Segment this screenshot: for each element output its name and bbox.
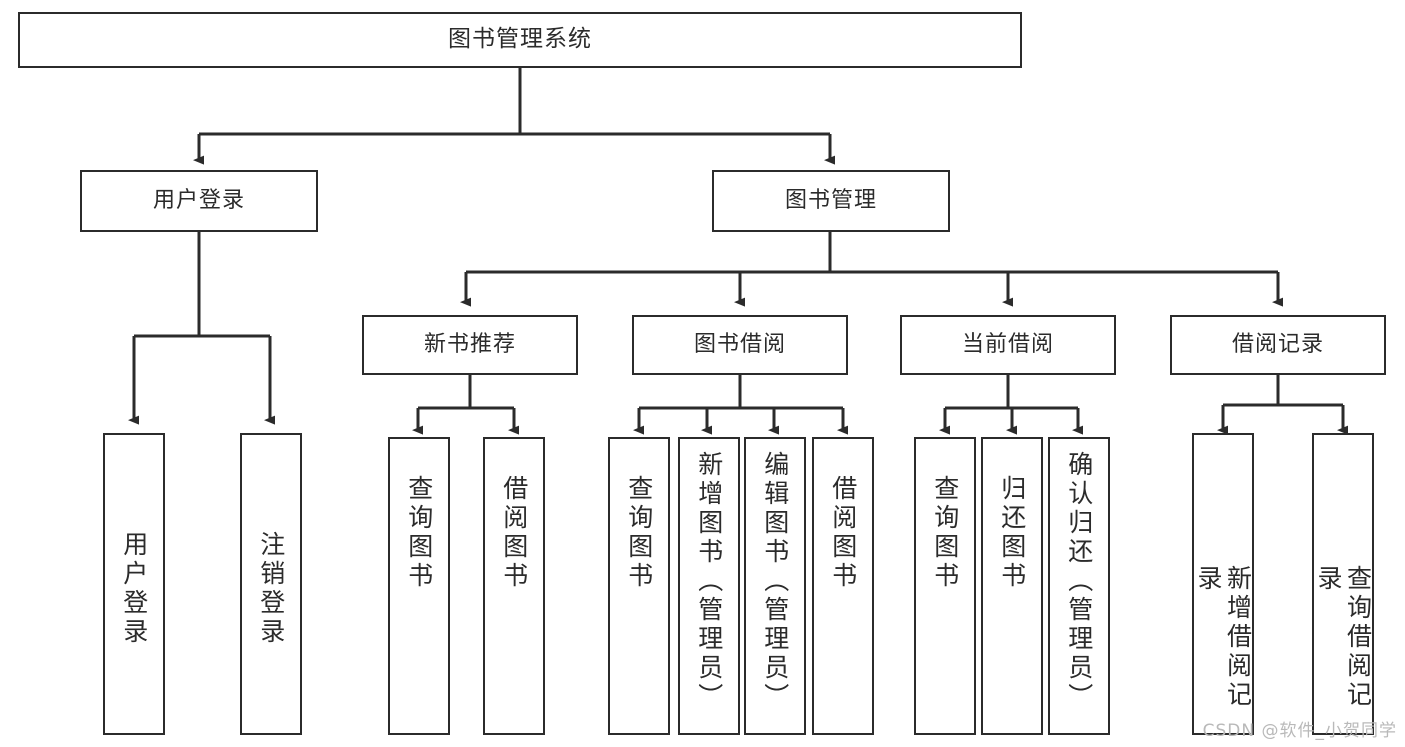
node-label: 归还图书 xyxy=(997,475,1027,591)
node-book-management-system[interactable]: 图书管理系统 xyxy=(18,12,1022,68)
leaf-query-borrow-record[interactable]: 查询借阅记录 xyxy=(1312,433,1374,735)
node-label: 借阅记录 xyxy=(1231,331,1324,357)
node-label: 查询图书 xyxy=(624,475,654,591)
leaf-add-borrow-record[interactable]: 新增借阅记录 xyxy=(1192,433,1254,735)
leaf-query-book-current[interactable]: 查询图书 xyxy=(914,437,976,735)
node-label: 查询图书 xyxy=(930,475,960,591)
node-label: 新增借阅记录 xyxy=(1194,565,1253,710)
leaf-confirm-return-admin[interactable]: 确认归还（管理员） xyxy=(1048,437,1110,735)
node-label: 新增图书（管理员） xyxy=(694,451,724,712)
node-borrow-record[interactable]: 借阅记录 xyxy=(1170,315,1386,375)
node-book-management[interactable]: 图书管理 xyxy=(712,170,950,232)
node-label: 图书管理 xyxy=(784,187,877,213)
node-label: 用户登录 xyxy=(119,531,149,647)
leaf-borrow-book[interactable]: 借阅图书 xyxy=(812,437,874,735)
leaf-user-login[interactable]: 用户登录 xyxy=(103,433,165,735)
node-label: 查询图书 xyxy=(404,475,434,591)
node-label: 图书借阅 xyxy=(693,331,786,357)
node-label: 确认归还（管理员） xyxy=(1064,451,1094,712)
leaf-query-book-borrow[interactable]: 查询图书 xyxy=(608,437,670,735)
node-new-book-recommend[interactable]: 新书推荐 xyxy=(362,315,578,375)
node-label: 注销登录 xyxy=(256,531,286,647)
leaf-logout-login[interactable]: 注销登录 xyxy=(240,433,302,735)
leaf-add-book-admin[interactable]: 新增图书（管理员） xyxy=(678,437,740,735)
node-user-login[interactable]: 用户登录 xyxy=(80,170,318,232)
leaf-return-book[interactable]: 归还图书 xyxy=(981,437,1043,735)
node-label: 借阅图书 xyxy=(499,475,529,591)
node-label: 查询借阅记录 xyxy=(1314,565,1373,710)
leaf-edit-book-admin[interactable]: 编辑图书（管理员） xyxy=(744,437,806,735)
leaf-query-book-recommend[interactable]: 查询图书 xyxy=(388,437,450,735)
node-book-borrow[interactable]: 图书借阅 xyxy=(632,315,848,375)
leaf-borrow-book-recommend[interactable]: 借阅图书 xyxy=(483,437,545,735)
node-label: 当前借阅 xyxy=(961,331,1054,357)
csdn-watermark: CSDN @软件_小贺同学 xyxy=(1202,721,1397,741)
node-current-borrow[interactable]: 当前借阅 xyxy=(900,315,1116,375)
node-label: 新书推荐 xyxy=(423,331,516,357)
node-label: 借阅图书 xyxy=(828,475,858,591)
node-label: 图书管理系统 xyxy=(448,26,592,53)
node-label: 编辑图书（管理员） xyxy=(760,451,790,712)
node-label: 用户登录 xyxy=(152,187,245,213)
